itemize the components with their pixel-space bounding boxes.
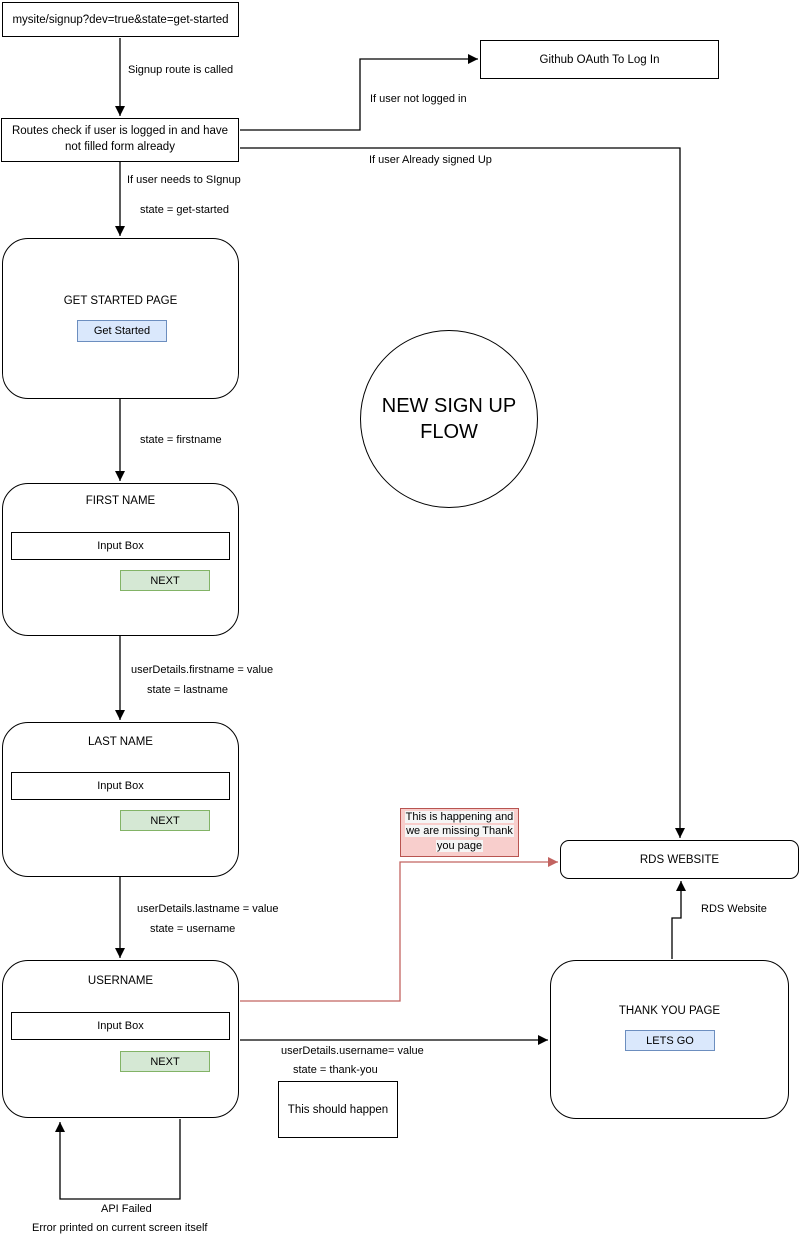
username-title: USERNAME	[87, 975, 154, 987]
note-line: we are missing Thank	[405, 825, 514, 838]
edge-routes-to-github	[240, 54, 478, 131]
label-userdetails-lastname: userDetails.lastname = value	[136, 903, 280, 915]
node-username-page[interactable]: USERNAME Input Box NEXT	[2, 960, 239, 1118]
label-if-user-not-logged-in: If user not logged in	[369, 93, 468, 105]
edge-api-failed-loop	[55, 1119, 181, 1200]
label-api-failed: API Failed	[100, 1203, 153, 1215]
note-line: you page	[435, 839, 484, 852]
node-github-oauth[interactable]: Github OAuth To Log In	[480, 40, 719, 79]
edge-routes-to-rds	[240, 147, 685, 838]
label-rds-website: RDS Website	[700, 903, 768, 915]
note-line: This is happening and	[404, 811, 515, 823]
edge-thankyou-to-rds	[671, 881, 686, 959]
node-rds-website[interactable]: RDS WEBSITE	[560, 840, 799, 879]
node-first-name-page[interactable]: FIRST NAME Input Box NEXT	[2, 483, 239, 636]
label-state-firstname: state = firstname	[139, 434, 223, 446]
label-userdetails-username: userDetails.username= value	[280, 1045, 425, 1057]
label-userdetails-firstname: userDetails.firstname = value	[130, 664, 275, 676]
username-input[interactable]: Input Box	[11, 1012, 230, 1040]
label-if-user-already-signed-up: If user Already signed Up	[368, 154, 493, 166]
missing-thank-you-note[interactable]: This is happening and we are missing Tha…	[400, 808, 519, 857]
last-name-input[interactable]: Input Box	[11, 772, 230, 800]
last-name-next-button[interactable]: NEXT	[120, 810, 210, 831]
edge-username-to-rds-red	[240, 857, 558, 1002]
first-name-input[interactable]: Input Box	[11, 532, 230, 560]
thank-you-title: THANK YOU PAGE	[618, 1005, 721, 1017]
node-routes-check[interactable]: Routes check if user is logged in and ha…	[1, 118, 239, 162]
node-last-name-page[interactable]: LAST NAME Input Box NEXT	[2, 722, 239, 877]
node-url[interactable]: mysite/signup?dev=true&state=get-started	[2, 2, 239, 37]
username-next-button[interactable]: NEXT	[120, 1051, 210, 1072]
label-state-lastname: state = lastname	[146, 684, 230, 696]
flow-title-circle: NEW SIGN UP FLOW	[360, 330, 538, 508]
get-started-button[interactable]: Get Started	[77, 320, 167, 342]
label-state-get-started: state = get-started	[139, 204, 230, 216]
label-error-printed: Error printed on current screen itself	[31, 1222, 209, 1234]
label-if-user-needs-to-signup: If user needs to SIgnup	[126, 174, 242, 186]
label-signup-route-called: Signup route is called	[127, 64, 235, 76]
last-name-title: LAST NAME	[88, 736, 153, 748]
label-state-username: state = username	[149, 923, 237, 935]
first-name-title: FIRST NAME	[85, 495, 156, 507]
node-get-started-page[interactable]: GET STARTED PAGE Get Started	[2, 238, 239, 399]
first-name-next-button[interactable]: NEXT	[120, 570, 210, 591]
node-thank-you-page[interactable]: THANK YOU PAGE LETS GO	[550, 960, 789, 1119]
node-this-should-happen[interactable]: This should happen	[278, 1081, 398, 1138]
label-state-thank-you: state = thank-you	[292, 1064, 379, 1076]
lets-go-button[interactable]: LETS GO	[625, 1030, 715, 1051]
get-started-page-title: GET STARTED PAGE	[63, 295, 178, 307]
